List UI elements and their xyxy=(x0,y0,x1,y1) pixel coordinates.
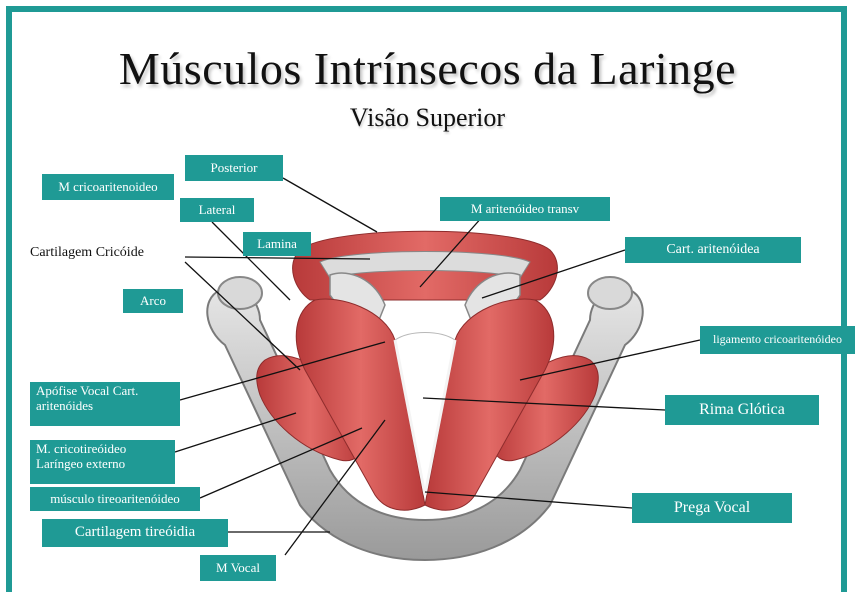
label-cartilagem-cricoide: Cartilagem Cricóide xyxy=(30,245,144,261)
label-cart-aritenoidea: Cart. aritenóidea xyxy=(625,237,801,263)
label-prega-vocal: Prega Vocal xyxy=(632,493,792,523)
label-apofise-vocal: Apófise Vocal Cart. aritenóides xyxy=(30,382,180,426)
label-posterior: Posterior xyxy=(185,155,283,181)
label-m-cricotireoideo-line1: M. cricotireóideo xyxy=(36,442,126,457)
label-musculo-tireoaritenoideo: músculo tireoaritenóideo xyxy=(30,487,200,511)
label-apofise-vocal-line2: aritenóides xyxy=(36,399,93,414)
label-lateral: Lateral xyxy=(180,198,254,222)
label-rima-glotica: Rima Glótica xyxy=(665,395,819,425)
label-ligamento-cricoaritenoideo: ligamento cricoaritenóideo xyxy=(700,326,855,354)
label-m-cricotireoideo: M. cricotireóideo Laríngeo externo xyxy=(30,440,175,484)
label-m-aritenoideo-transv: M aritenóideo transv xyxy=(440,197,610,221)
label-m-vocal: M Vocal xyxy=(200,555,276,581)
label-m-cricoaritenoideo: M cricoaritenoideo xyxy=(42,174,174,200)
label-cartilagem-tireoidia: Cartilagem tireóidia xyxy=(42,519,228,547)
label-m-cricotireoideo-line2: Laríngeo externo xyxy=(36,457,125,472)
label-lamina: Lamina xyxy=(243,232,311,256)
label-apofise-vocal-line1: Apófise Vocal Cart. xyxy=(36,384,138,399)
label-arco: Arco xyxy=(123,289,183,313)
leader-posterior xyxy=(283,178,377,232)
